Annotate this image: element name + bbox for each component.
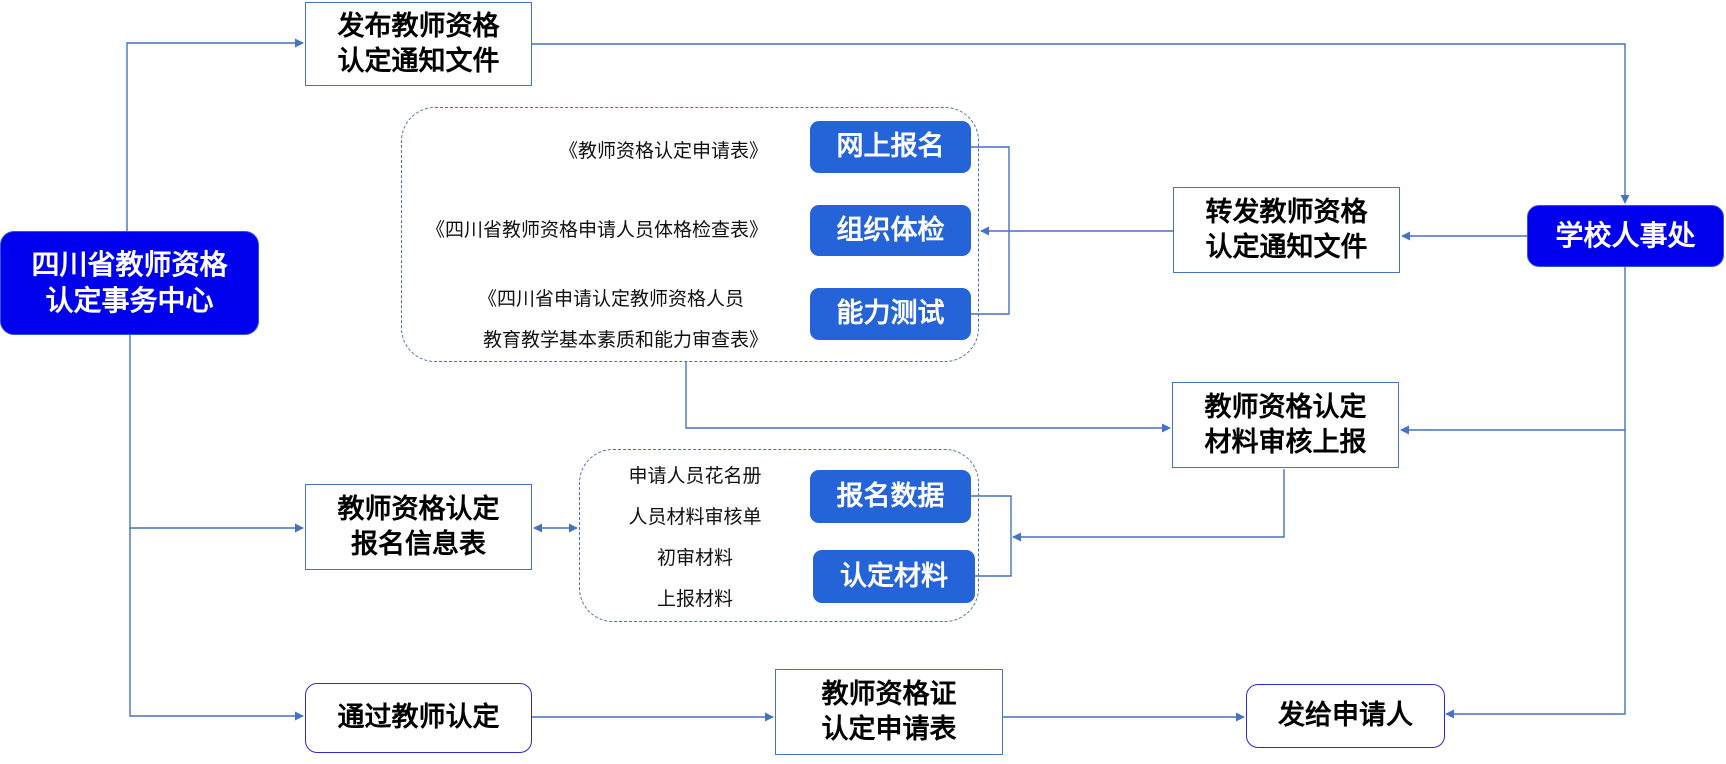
group-data-materials: [579, 449, 979, 622]
step-certification-materials[interactable]: 认定材料: [813, 550, 975, 603]
doc-material-review-sheet: 人员材料审核单: [628, 506, 762, 528]
group1-bracket: [971, 146, 1010, 315]
connector-publish-to-school: [532, 43, 1630, 204]
node-issue-applicant[interactable]: 发给申请人: [1246, 684, 1445, 748]
connector-school-to-review: [1400, 267, 1626, 435]
node-certification-center[interactable]: 四川省教师资格 认定事务中心: [0, 231, 259, 335]
node-certificate-form[interactable]: 教师资格证 认定申请表: [775, 669, 1003, 755]
connector-center-to-publish: [126, 38, 304, 231]
connector-center-to-pass: [129, 528, 304, 721]
step-registration-data[interactable]: 报名数据: [810, 470, 971, 523]
step-online-registration[interactable]: 网上报名: [810, 121, 971, 173]
doc-initial-review-materials: 初审材料: [656, 547, 733, 569]
step-ability-test[interactable]: 能力测试: [810, 288, 971, 340]
connector-group1-to-review: [685, 362, 1171, 433]
node-material-review[interactable]: 教师资格认定 材料审核上报: [1172, 382, 1399, 468]
doc-ability-review-form-line2: 教育教学基本素质和能力审查表》: [482, 329, 768, 351]
node-publish-notice[interactable]: 发布教师资格 认定通知文件: [305, 2, 532, 86]
doc-submission-materials: 上报材料: [656, 588, 733, 610]
group-registration-steps: [401, 107, 979, 362]
doc-physical-exam-form: 《四川省教师资格申请人员体格检查表》: [425, 219, 768, 241]
step-physical-exam[interactable]: 组织体检: [810, 205, 971, 256]
doc-ability-review-form-line1: 《四川省申请认定教师资格人员: [477, 288, 744, 310]
node-school-hr[interactable]: 学校人事处: [1527, 205, 1724, 267]
connector-center-to-registration: [129, 335, 304, 533]
doc-applicant-roster: 申请人员花名册: [628, 465, 762, 487]
node-pass-certification[interactable]: 通过教师认定: [305, 683, 532, 753]
group2-bracket: [971, 495, 1012, 577]
doc-application-form: 《教师资格认定申请表》: [558, 140, 768, 162]
connector-school-to-issue: [1445, 430, 1626, 719]
node-forward-notice[interactable]: 转发教师资格 认定通知文件: [1173, 187, 1400, 273]
node-registration-form[interactable]: 教师资格认定 报名信息表: [305, 484, 532, 570]
connector-review-to-group2: [1012, 469, 1285, 542]
